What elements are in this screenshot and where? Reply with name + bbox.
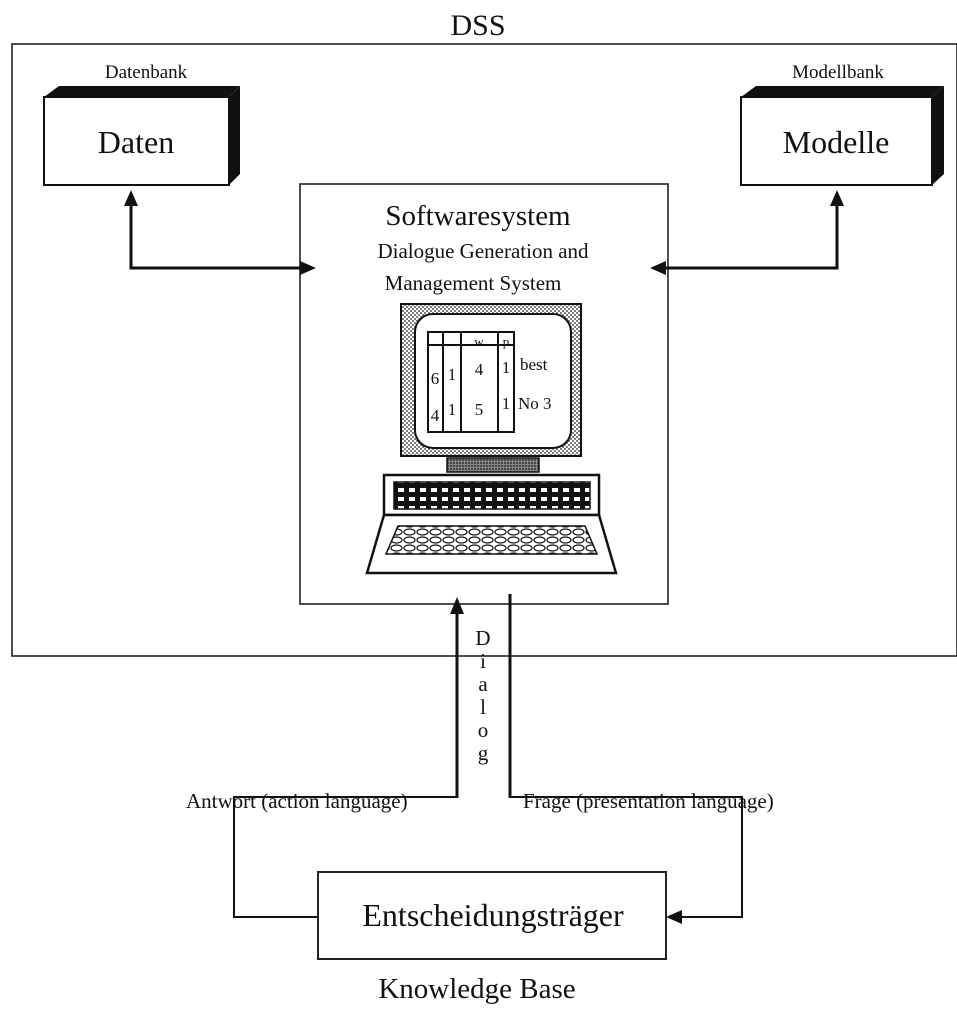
software-system-title: Softwaresystem bbox=[385, 200, 571, 232]
screen-side-text-1: best bbox=[520, 355, 548, 374]
monitor-screen bbox=[414, 313, 572, 449]
software-arrow-left-in bbox=[300, 261, 316, 275]
computer-icon: w p 6 4 1 1 4 5 1 1 best No 3 bbox=[365, 303, 618, 575]
screen-table bbox=[427, 331, 515, 433]
dialog-loop bbox=[233, 796, 743, 918]
screen-side-text-2: No 3 bbox=[518, 394, 552, 413]
dss-frame bbox=[11, 43, 957, 657]
answer-arrow-up bbox=[450, 597, 464, 614]
database-caption: Datenbank bbox=[105, 62, 188, 83]
database-box: Daten bbox=[43, 86, 240, 186]
dss-title: DSS bbox=[450, 9, 505, 42]
dialog-letter: D bbox=[475, 626, 490, 650]
knowledge-base-label: Knowledge Base bbox=[378, 973, 575, 1005]
modelbank-label: Modelle bbox=[783, 124, 890, 160]
keyboard-keys bbox=[384, 525, 599, 555]
screen-cell: 4 bbox=[431, 406, 440, 425]
question-label: Frage (presentation language) bbox=[523, 789, 774, 813]
software-system-subtitle-2: Management System bbox=[385, 271, 562, 295]
dialog-letter: o bbox=[478, 718, 489, 742]
screen-cell: 1 bbox=[502, 358, 511, 377]
modelbank-caption: Modellbank bbox=[792, 62, 884, 83]
decider-arrow-in bbox=[666, 910, 682, 924]
dialog-letter: i bbox=[480, 649, 486, 673]
software-system-subtitle-1: Dialogue Generation and bbox=[377, 239, 589, 263]
screen-head-p: p bbox=[503, 334, 510, 349]
dialog-label: D i a l o g bbox=[475, 626, 490, 765]
dialog-letter: a bbox=[478, 672, 488, 696]
database-arrow-up bbox=[124, 190, 138, 206]
monitor-stand bbox=[446, 457, 540, 473]
modelbank-box: Modelle bbox=[740, 86, 944, 186]
screen-cell: 1 bbox=[448, 400, 457, 419]
modelbank-connector bbox=[664, 200, 839, 270]
screen-cell: 1 bbox=[502, 394, 511, 413]
modelbank-arrow-up bbox=[830, 190, 844, 206]
screen-head-w: w bbox=[474, 334, 484, 349]
dialog-letter: l bbox=[480, 695, 486, 719]
database-connector bbox=[129, 200, 302, 270]
screen-cell: 6 bbox=[431, 369, 440, 388]
screen-cell: 4 bbox=[475, 360, 484, 379]
dialog-letter: g bbox=[478, 741, 489, 765]
database-label: Daten bbox=[98, 124, 174, 160]
keyboard-function-keys bbox=[393, 481, 591, 510]
screen-cell: 1 bbox=[448, 365, 457, 384]
decision-maker-label: Entscheidungsträger bbox=[362, 897, 624, 933]
decision-maker-box bbox=[317, 871, 667, 960]
software-arrow-right-in bbox=[650, 261, 666, 275]
answer-label: Antwort (action language) bbox=[186, 789, 408, 813]
screen-cell: 5 bbox=[475, 400, 484, 419]
